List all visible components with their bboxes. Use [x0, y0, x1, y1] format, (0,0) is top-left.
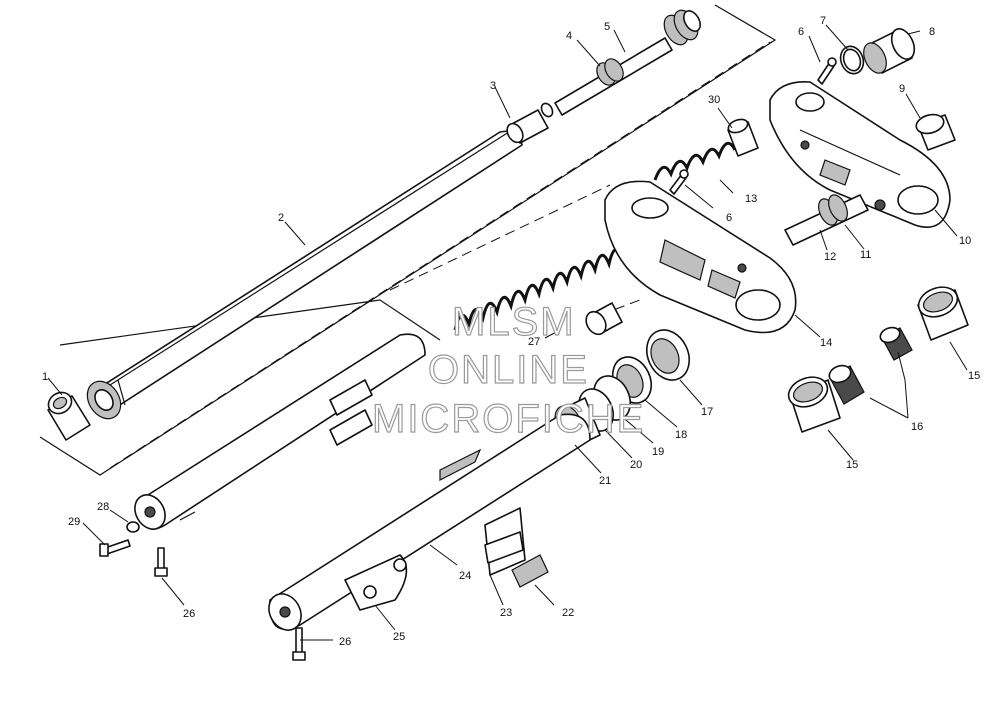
callout-10: 10 [959, 235, 971, 247]
callout-4: 4 [566, 30, 572, 42]
callout-13: 13 [745, 193, 757, 205]
bushing-part-27 [585, 302, 623, 336]
watermark: MLSM ONLINE MICROFICHE [371, 299, 645, 441]
bushing-part-1 [47, 391, 91, 441]
callout-16: 16 [911, 421, 923, 433]
callout-28: 28 [97, 501, 109, 513]
bearing-part-16-upper [879, 326, 913, 361]
screw-part-29 [99, 539, 131, 557]
leader-lines [47, 24, 968, 641]
callout-19: 19 [652, 446, 664, 458]
lower-clamp-part-14 [604, 180, 797, 334]
callout-26-left: 26 [183, 608, 195, 620]
spring-part-13 [653, 141, 737, 181]
spacer-part-30 [727, 118, 759, 157]
callout-18: 18 [675, 429, 687, 441]
bolt-part-6-upper [817, 57, 837, 85]
bolt-part-26-left [154, 547, 168, 577]
callout-6-lower: 6 [726, 212, 732, 224]
callout-8: 8 [929, 26, 935, 38]
outer-slider-part-24 [268, 413, 591, 631]
callout-11: 11 [860, 249, 871, 261]
callout-25: 25 [393, 631, 405, 643]
nut-part-9 [915, 113, 956, 151]
callout-7: 7 [820, 15, 826, 27]
bolt-part-26-right [292, 627, 306, 661]
callout-5: 5 [604, 21, 610, 33]
callout-21: 21 [599, 475, 611, 487]
dust-seal-part-17 [646, 329, 690, 381]
washer-part-28 [126, 521, 140, 533]
label-part-22 [511, 554, 549, 588]
callout-14: 14 [820, 337, 832, 349]
top-cap-part-8 [863, 28, 916, 74]
watermark-line-1: MLSM [452, 300, 576, 344]
damper-rod-part-5 [554, 9, 701, 116]
sleeve-part-3 [506, 102, 554, 144]
upper-tube-frame [39, 4, 777, 476]
callout-17: 17 [701, 406, 713, 418]
steering-stem-part-11 [784, 194, 869, 246]
callout-15-upper: 15 [968, 370, 980, 382]
bolt-part-6-lower [669, 169, 689, 195]
callout-29: 29 [68, 516, 80, 528]
spring-part-12 [453, 247, 625, 331]
callout-6-upper: 6 [798, 26, 804, 38]
callout-15-lower: 15 [846, 459, 858, 471]
bearing-race-part-15-upper [917, 286, 969, 341]
bearing-race-part-15-lower [787, 376, 841, 433]
watermark-line-3: MICROFICHE [372, 397, 645, 441]
callout-2: 2 [278, 212, 284, 224]
watermark-line-2: ONLINE [428, 348, 589, 392]
callout-1: 1 [42, 371, 48, 383]
callout-9: 9 [899, 83, 905, 95]
callout-26-right: 26 [339, 636, 351, 648]
callout-3: 3 [490, 80, 496, 92]
callout-24: 24 [459, 570, 471, 582]
callout-27: 27 [528, 336, 540, 348]
callout-22: 22 [562, 607, 574, 619]
callout-23: 23 [500, 607, 512, 619]
bearing-part-16-lower [828, 364, 865, 405]
callout-30: 30 [708, 94, 720, 106]
outer-slider-left [134, 333, 426, 530]
upper-clamp-part-10 [769, 81, 951, 228]
reflector-plate-part-23 [484, 507, 526, 576]
callout-labels: 1 2 3 4 5 6 6 7 8 9 10 11 12 13 14 15 15… [42, 15, 980, 648]
callout-20: 20 [630, 459, 642, 471]
o-ring-part-7 [839, 45, 865, 75]
callout-12: 12 [824, 251, 836, 263]
